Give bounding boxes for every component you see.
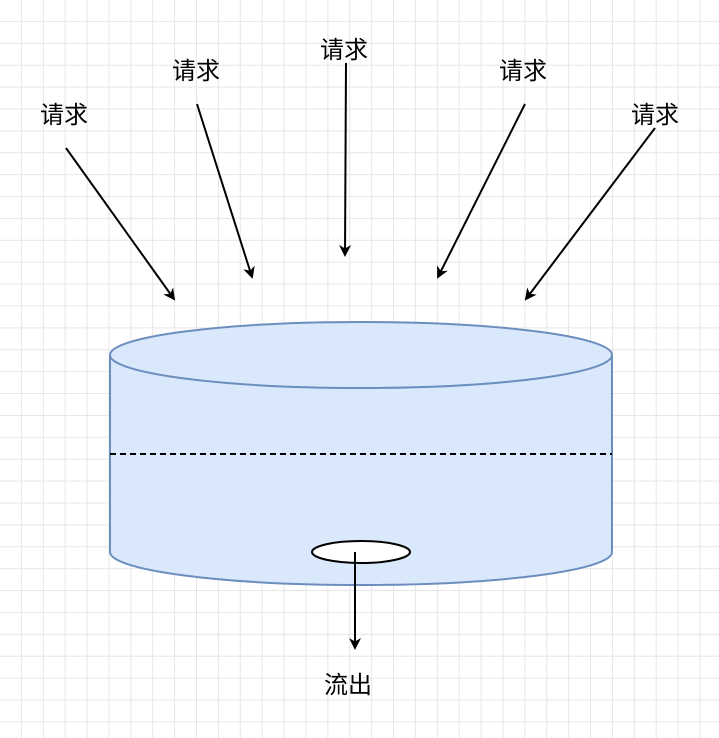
- request-label-3: 请求: [320, 36, 368, 64]
- request-label-1: 请求: [40, 101, 88, 129]
- bucket-cylinder[interactable]: [109, 321, 613, 586]
- request-arrow-1[interactable]: [65, 147, 176, 301]
- request-arrow-3[interactable]: [339, 62, 352, 257]
- bucket-top-ellipse: [109, 321, 613, 389]
- request-label-5: 请求: [631, 101, 679, 129]
- request-arrow-2[interactable]: [196, 103, 255, 279]
- outlet-hole[interactable]: [311, 540, 411, 564]
- outflow-label: 流出: [324, 671, 372, 699]
- request-label-2: 请求: [172, 57, 220, 85]
- bucket-body: [109, 355, 613, 586]
- request-arrow-4[interactable]: [437, 103, 526, 279]
- request-arrow-5[interactable]: [524, 127, 656, 301]
- request-label-4: 请求: [499, 57, 547, 85]
